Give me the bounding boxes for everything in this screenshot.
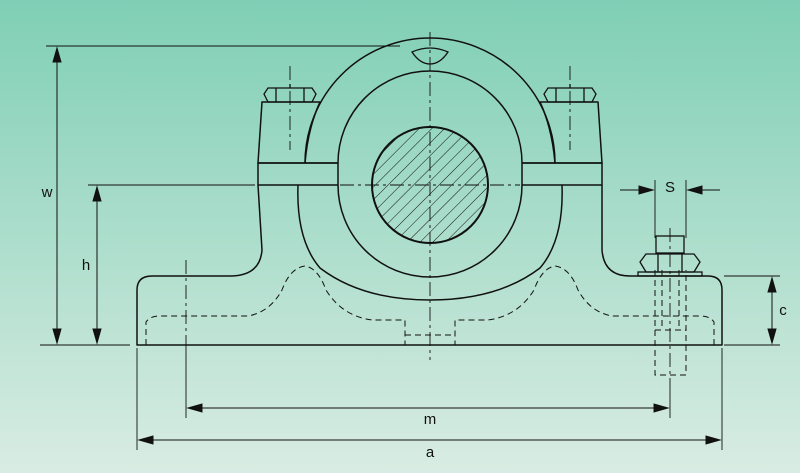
dim-s-label: S <box>665 179 675 196</box>
dim-a-label: a <box>426 444 435 461</box>
dim-m-label: m <box>424 411 437 428</box>
dim-h-label: h <box>82 257 90 274</box>
cap-inner-arc <box>337 70 523 164</box>
extension-lines <box>40 45 780 450</box>
dimension-lines <box>52 46 777 445</box>
oil-hole <box>411 47 449 65</box>
base-body <box>136 184 723 346</box>
dim-c-label: c <box>779 302 787 319</box>
dim-w-label: w <box>41 184 53 201</box>
center-lines <box>185 32 671 390</box>
